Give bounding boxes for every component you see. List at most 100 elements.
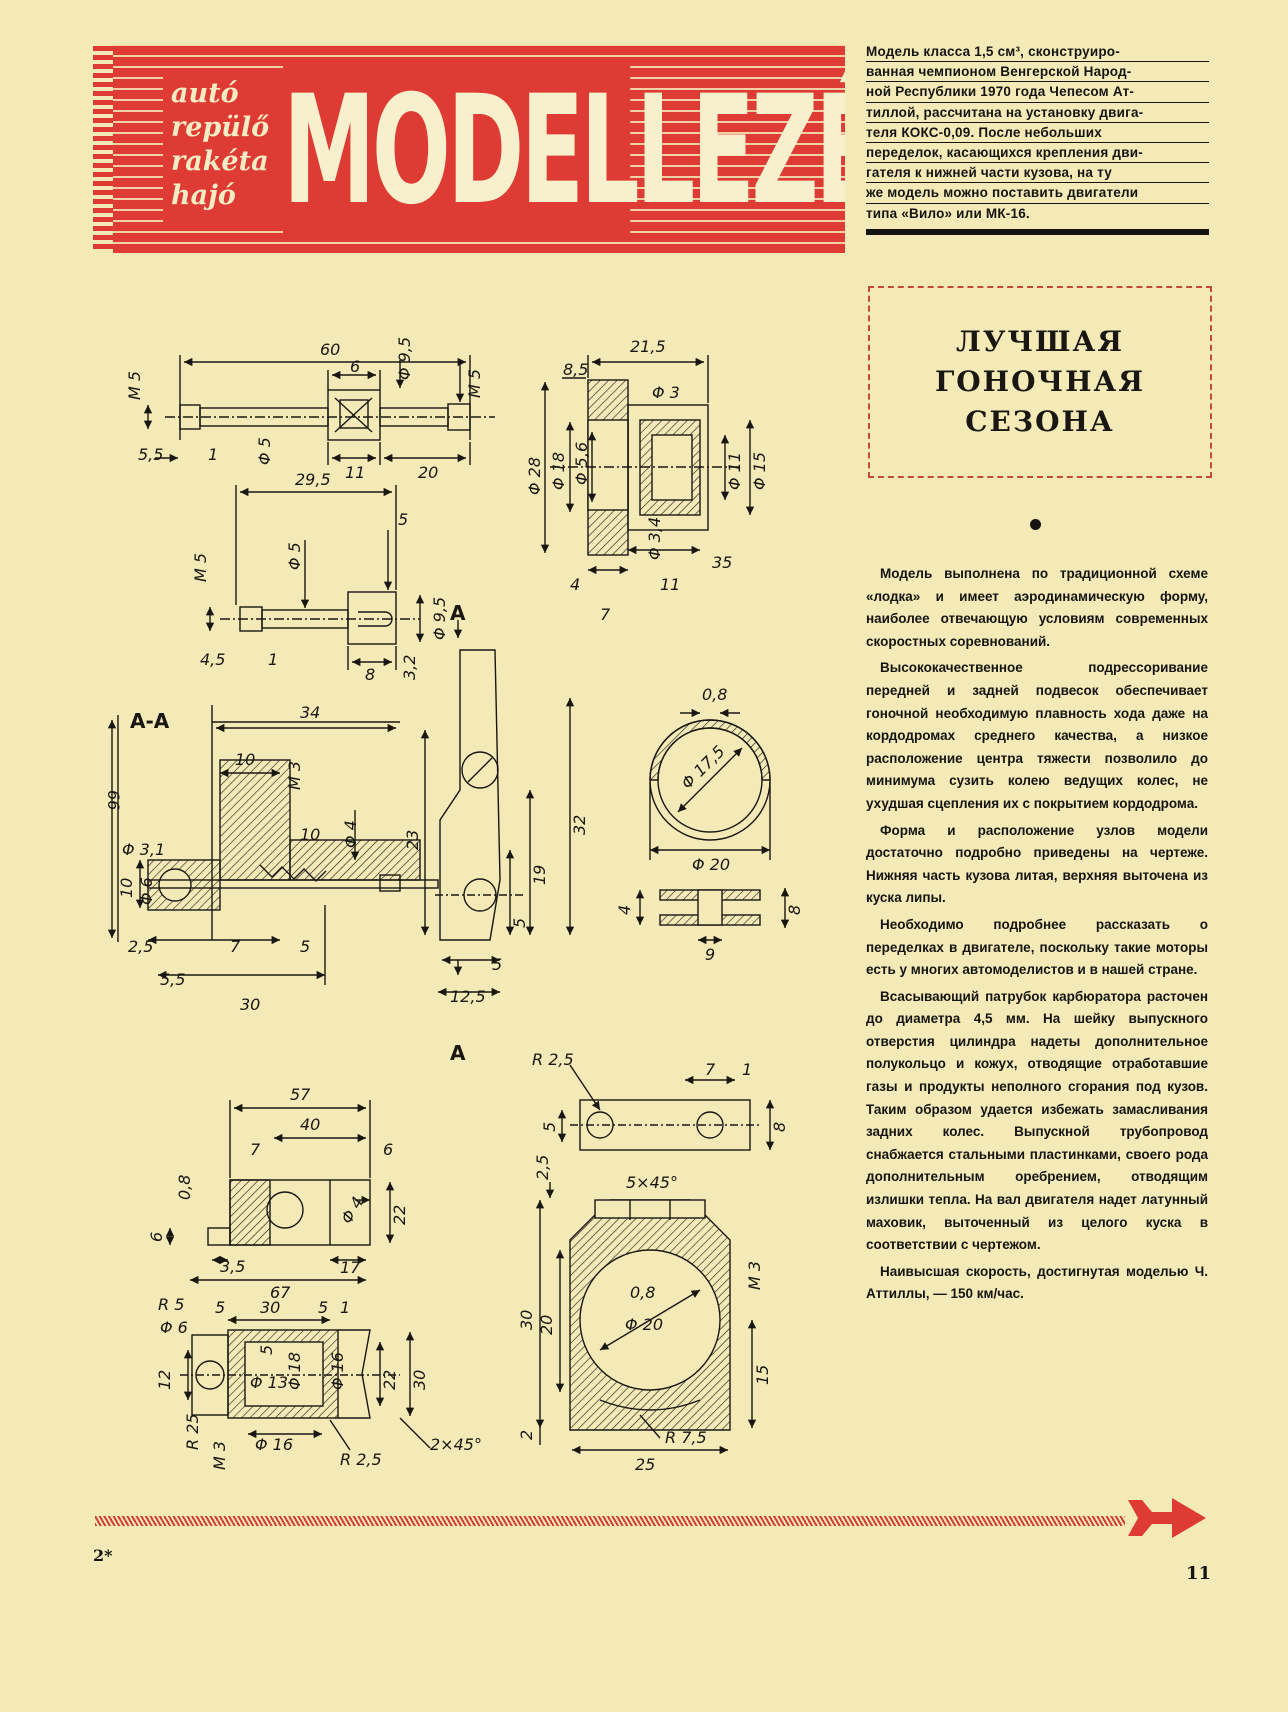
svg-text:Φ 9,5: Φ 9,5 xyxy=(395,337,414,380)
svg-text:10: 10 xyxy=(235,750,255,769)
body-paragraph: Необходимо подробнее рассказать о переде… xyxy=(866,916,1208,978)
drawing-block xyxy=(165,1100,395,1285)
svg-text:2: 2 xyxy=(517,1430,536,1440)
subject-repulo: repülő xyxy=(171,112,270,143)
subject-raketa: rakéta xyxy=(171,146,269,177)
svg-text:12,5: 12,5 xyxy=(450,987,486,1006)
intro-line: ной Республики 1970 года Чепесом Ат- xyxy=(866,82,1209,103)
page-number: 11 xyxy=(1186,1563,1212,1584)
title-line-1: ЛУЧШАЯ xyxy=(955,325,1125,358)
svg-text:M 5: M 5 xyxy=(465,369,484,398)
svg-text:1: 1 xyxy=(268,650,278,669)
masthead-edge-stripes xyxy=(93,45,113,253)
svg-text:30: 30 xyxy=(260,1298,280,1317)
svg-text:5: 5 xyxy=(318,1298,328,1317)
svg-text:2,5: 2,5 xyxy=(533,1155,552,1180)
svg-text:8: 8 xyxy=(770,1122,789,1132)
svg-text:0,8: 0,8 xyxy=(175,1175,194,1200)
svg-text:11: 11 xyxy=(345,463,365,482)
svg-text:Φ 11: Φ 11 xyxy=(725,452,744,490)
svg-text:67: 67 xyxy=(270,1283,291,1302)
svg-text:Φ 20: Φ 20 xyxy=(692,855,730,874)
svg-text:Φ 20: Φ 20 xyxy=(625,1315,663,1334)
svg-text:8,5: 8,5 xyxy=(563,360,588,379)
svg-text:Φ 6: Φ 6 xyxy=(160,1318,188,1337)
svg-text:5: 5 xyxy=(492,955,502,974)
svg-text:6: 6 xyxy=(350,357,360,376)
masthead-brand: MODELLEZÉS xyxy=(283,64,845,240)
svg-text:7: 7 xyxy=(705,1060,716,1079)
intro-line: же модель можно поставить двигатели xyxy=(866,183,1209,204)
svg-text:Φ 28: Φ 28 xyxy=(525,457,544,495)
article-body: Модель выполнена по традиционной схеме «… xyxy=(866,563,1208,1310)
subject-hajo: hajó xyxy=(171,180,236,211)
svg-text:5: 5 xyxy=(215,1298,225,1317)
svg-text:0,8: 0,8 xyxy=(630,1283,655,1302)
svg-text:57: 57 xyxy=(290,1085,311,1104)
svg-text:A: A xyxy=(450,601,466,625)
svg-text:Φ 15: Φ 15 xyxy=(750,452,769,490)
svg-text:Φ 17,5: Φ 17,5 xyxy=(677,742,728,793)
svg-text:5: 5 xyxy=(510,918,529,928)
svg-text:32: 32 xyxy=(570,815,589,835)
svg-text:Φ 16: Φ 16 xyxy=(328,1352,347,1390)
svg-text:5×45°: 5×45° xyxy=(626,1173,678,1192)
svg-text:4: 4 xyxy=(615,905,634,915)
svg-text:M 5: M 5 xyxy=(125,371,144,400)
svg-text:29,5: 29,5 xyxy=(295,470,331,489)
svg-text:3,5: 3,5 xyxy=(220,1257,245,1276)
body-paragraph: Форма и расположение узлов модели достат… xyxy=(866,822,1208,906)
svg-text:40: 40 xyxy=(300,1115,320,1134)
svg-text:Φ 9,5: Φ 9,5 xyxy=(430,597,449,640)
masthead-subjects: autó repülő rakéta hajó xyxy=(163,77,291,227)
svg-text:4: 4 xyxy=(570,575,580,594)
svg-text:R 25: R 25 xyxy=(183,1413,202,1450)
svg-text:8: 8 xyxy=(365,665,375,684)
svg-text:0,8: 0,8 xyxy=(702,685,727,704)
svg-text:20: 20 xyxy=(418,463,438,482)
svg-text:60: 60 xyxy=(320,340,340,359)
svg-text:2×45°: 2×45° xyxy=(430,1435,482,1454)
svg-text:Φ 5: Φ 5 xyxy=(285,542,304,570)
svg-text:20: 20 xyxy=(537,1315,556,1335)
svg-text:A: A xyxy=(450,1041,466,1065)
intro-line: ванная чемпионом Венгерской Народ- xyxy=(866,62,1209,83)
svg-text:Φ 4: Φ 4 xyxy=(337,1193,367,1227)
svg-text:4,5: 4,5 xyxy=(200,650,225,669)
svg-text:Φ 3,1: Φ 3,1 xyxy=(122,840,165,859)
body-paragraph: Наивысшая скорость, достигнутая моделью … xyxy=(866,1263,1208,1302)
svg-text:5,5: 5,5 xyxy=(138,445,163,464)
svg-text:30: 30 xyxy=(240,995,260,1014)
svg-text:10: 10 xyxy=(117,878,136,898)
svg-text:66: 66 xyxy=(104,790,123,810)
drawing-ring xyxy=(635,708,790,945)
footer-rule xyxy=(95,1516,1125,1526)
drawing-section-aa xyxy=(107,705,439,985)
svg-text:10: 10 xyxy=(300,825,320,844)
continue-arrow-icon xyxy=(1128,1498,1206,1538)
svg-text:12: 12 xyxy=(155,1370,174,1390)
technical-drawings: 60 6 Φ 9,5 M 5 M 5 5,5 1 Φ 5 11 20 xyxy=(100,320,860,1490)
svg-text:7: 7 xyxy=(230,937,241,956)
svg-text:5,5: 5,5 xyxy=(160,970,185,989)
svg-text:5: 5 xyxy=(257,1345,276,1355)
svg-text:15: 15 xyxy=(753,1365,772,1385)
svg-text:Φ 16: Φ 16 xyxy=(255,1435,293,1454)
body-paragraph: Всасывающий патрубок карбюратора расточе… xyxy=(866,988,1208,1253)
svg-text:22: 22 xyxy=(380,1370,399,1390)
svg-text:1: 1 xyxy=(208,445,218,464)
svg-text:M 3: M 3 xyxy=(210,1441,229,1470)
svg-text:7: 7 xyxy=(250,1140,261,1159)
drawing-axle xyxy=(205,485,425,670)
svg-text:8: 8 xyxy=(785,905,804,915)
svg-text:2,5: 2,5 xyxy=(128,937,153,956)
svg-text:6: 6 xyxy=(147,1232,166,1242)
svg-text:30: 30 xyxy=(517,1310,536,1330)
svg-text:23: 23 xyxy=(403,830,422,850)
svg-text:Φ 3,4: Φ 3,4 xyxy=(645,517,664,560)
body-paragraph: Модель выполнена по традиционной схеме «… xyxy=(866,566,1208,649)
svg-text:Φ 5,6: Φ 5,6 xyxy=(572,442,591,485)
sheet-mark: 2* xyxy=(93,1546,113,1565)
svg-text:M 3: M 3 xyxy=(745,1261,764,1290)
